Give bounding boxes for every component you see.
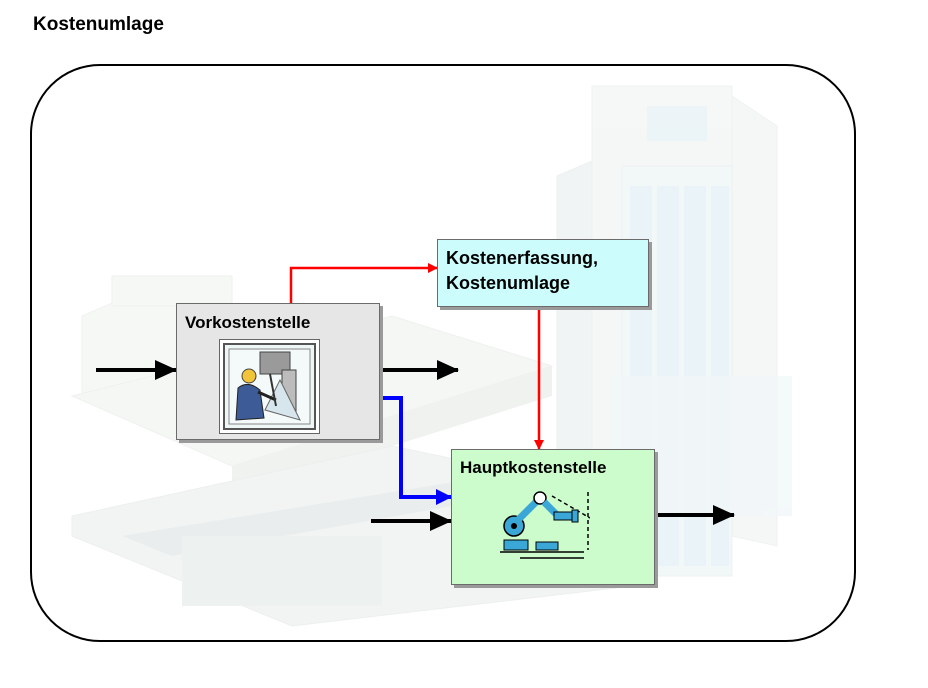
industrial-robot-icon (500, 491, 590, 559)
node-kostenerfassung[interactable]: Kostenerfassung, Kostenumlage (437, 239, 649, 307)
machine-operator-icon (219, 339, 320, 434)
node-kostenerfassung-label: Kostenerfassung, Kostenumlage (446, 248, 599, 293)
diagram-frame (30, 64, 856, 642)
node-vorkostenstelle[interactable]: Vorkostenstelle (176, 303, 380, 440)
node-hauptkostenstelle[interactable]: Hauptkostenstelle (451, 449, 655, 585)
factory-illustration-icon (70, 85, 792, 627)
node-hauptkostenstelle-label: Hauptkostenstelle (460, 458, 607, 477)
page-title: Kostenumlage (33, 14, 164, 35)
node-vorkostenstelle-label: Vorkostenstelle (185, 313, 311, 332)
